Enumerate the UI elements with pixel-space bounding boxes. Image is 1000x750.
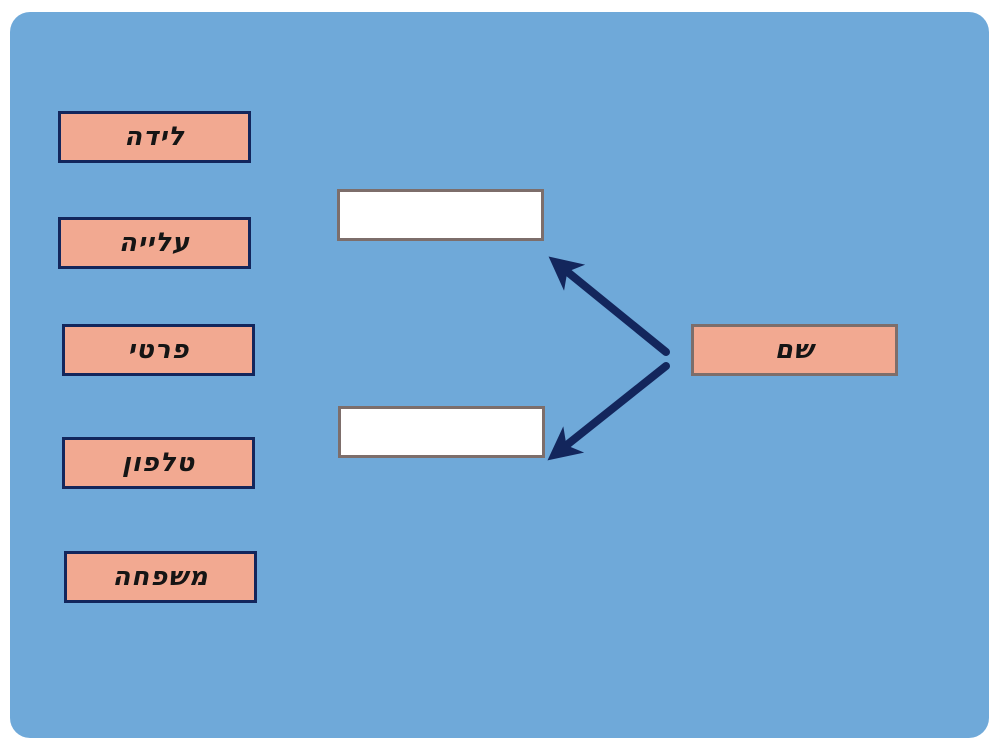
word-tile-mishpacha[interactable]: משפחה xyxy=(64,551,257,603)
word-tile-label: פרטי xyxy=(127,335,190,365)
word-tile-prati[interactable]: פרטי xyxy=(62,324,255,376)
word-tile-label: טלפון xyxy=(121,448,196,478)
word-tile-label: לידה xyxy=(124,122,185,152)
word-tile-label: עלייה xyxy=(118,228,191,258)
answer-slot-bottom[interactable] xyxy=(338,406,545,458)
source-word-shem: שם xyxy=(691,324,898,376)
worksheet-board: לידה עלייה פרטי טלפון משפחה שם xyxy=(10,12,989,738)
word-tile-leida[interactable]: לידה xyxy=(58,111,251,163)
word-tile-aliya[interactable]: עלייה xyxy=(58,217,251,269)
answer-slot-top[interactable] xyxy=(337,189,544,241)
word-tile-label: משפחה xyxy=(112,562,209,592)
source-word-label: שם xyxy=(774,335,815,365)
word-tile-telefon[interactable]: טלפון xyxy=(62,437,255,489)
